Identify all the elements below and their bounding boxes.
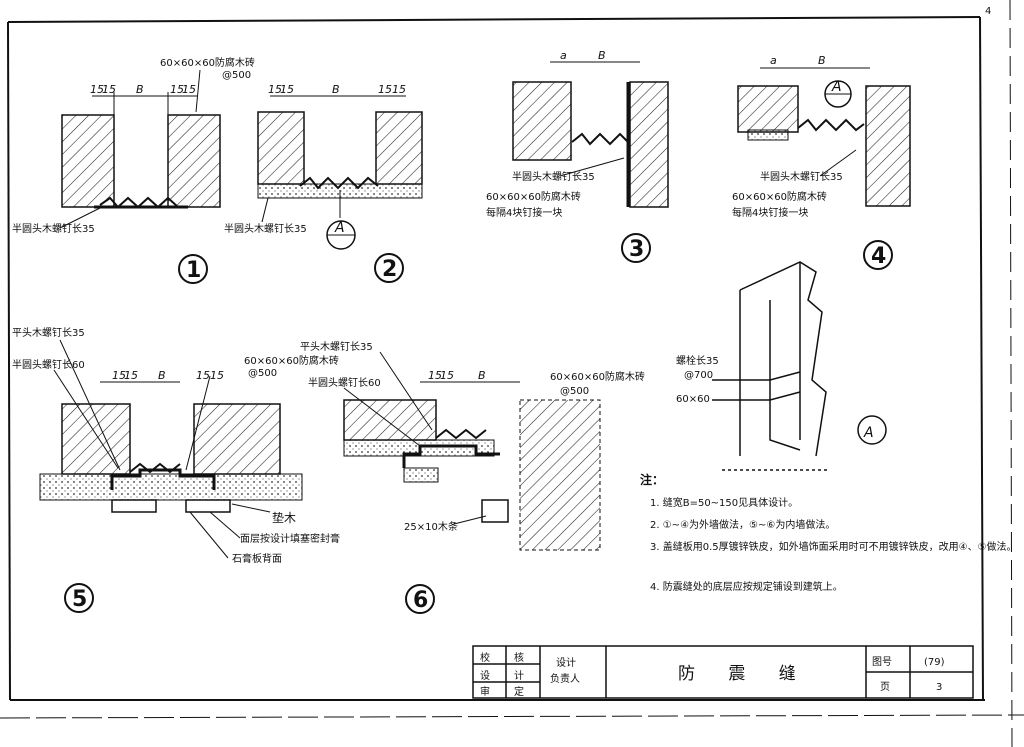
d2-label-bottom: 半圆头木螺钉长35: [224, 222, 307, 235]
tb-cell-4: 计: [514, 669, 524, 682]
d2-dim-4: 15: [378, 83, 392, 96]
d5-label-1: 平头木螺钉长35: [12, 327, 85, 339]
note-4: 4. 防震缝处的底层应按规定铺设到建筑上。: [650, 580, 843, 593]
d5-label-4: @500: [248, 368, 277, 379]
d6-label-2: 半圆头螺钉长60: [308, 376, 381, 389]
d1-dim-4: 15: [170, 83, 184, 96]
d6-dim-2: 15: [440, 369, 454, 382]
detail-3: a B 半圆头木螺钉长35 60×60×60防腐木砖 每隔4块钉接一块 3: [486, 49, 669, 263]
detail-1-number: 1: [186, 258, 201, 283]
note-3: 3. 盖缝板用0.5厚镀锌铁皮，如外墙饰面采用时可不用镀锌铁皮，改用④、⑤做法。: [650, 540, 1017, 553]
d5-label-3: 60×60×60防腐木砖: [244, 354, 339, 367]
d6-label-5: 25×10木条: [404, 520, 458, 533]
d5-label-5: 垫木: [272, 510, 296, 525]
d2-dim-2: 15: [280, 83, 294, 96]
d3-dim-a: a: [560, 49, 567, 62]
d4-section-label: A: [831, 79, 842, 95]
detail-1: 15 15 B 15 15 半圆头木螺钉长35 1: [12, 83, 221, 284]
detail-6-number: 6: [413, 588, 428, 613]
tb-mid-2: 负责人: [550, 672, 580, 685]
d5-label-6: 面层按设计填塞密封膏: [240, 532, 340, 545]
dA-label-3: 60×60: [676, 394, 710, 405]
d6-dim-B: B: [478, 369, 486, 382]
d6-label-3: 60×60×60防腐木砖: [550, 370, 645, 383]
d4-dim-B: B: [818, 54, 826, 67]
dA-label-2: @700: [684, 370, 713, 381]
d5-label-2: 半圆头螺钉长60: [12, 358, 85, 371]
d2-label-top: 60×60×60防腐木砖: [160, 56, 255, 69]
d1-label-bottom: 半圆头木螺钉长35: [12, 222, 95, 235]
d6-dim-1: 15: [428, 369, 442, 382]
tb-fig-value: (79): [924, 657, 945, 668]
d6-label-1: 平头木螺钉长35: [300, 341, 373, 353]
tb-cell-5: 审: [480, 685, 490, 698]
d1-dim-2: 15: [102, 83, 116, 96]
d3-label-1: 半圆头木螺钉长35: [512, 170, 595, 183]
d2-dim-5: 15: [392, 83, 406, 96]
detail-3-number: 3: [629, 237, 644, 262]
detail-4: a B A 半圆头木螺钉长35 60×60×60防腐木砖 每隔4块钉接一块 4: [732, 54, 911, 270]
d3-dim-B: B: [598, 49, 606, 62]
d1-dim-B: B: [136, 83, 144, 96]
d2-section-label: A: [334, 220, 345, 236]
tb-page-value: 3: [936, 682, 942, 693]
detail-2: 15 15 B 15 15 60×60×60防腐木砖 @500 半圆头木螺钉长3…: [160, 56, 423, 283]
d5-dim-4: 15: [196, 369, 210, 382]
corner-mark: 4: [985, 6, 991, 17]
d2-dim-B: B: [332, 83, 340, 96]
tb-fig-label: 图号: [872, 656, 892, 668]
note-2: 2. ①~④为外墙做法，⑤~⑥为内墙做法。: [650, 518, 835, 531]
d3-label-2: 60×60×60防腐木砖: [486, 190, 581, 203]
tb-cell-2: 核: [514, 651, 524, 664]
d5-dim-B: B: [158, 369, 166, 382]
dA-label-1: 螺栓长35: [676, 354, 719, 367]
tb-cell-3: 设: [480, 670, 490, 682]
d2-dim-1: 15: [268, 83, 282, 96]
d4-label-1: 半圆头木螺钉长35: [760, 170, 843, 183]
d2-label-top2: @500: [222, 70, 251, 81]
tb-cell-1: 校: [480, 651, 490, 664]
detail-A: 螺栓长35 @700 60×60 A: [676, 261, 887, 471]
detail-5: 15 15 B 15 15 平头木螺钉长35 半圆头螺钉长60 60×60×60…: [12, 327, 340, 613]
notes: 注： 1. 缝宽B=50~150见具体设计。 2. ①~④为外墙做法，⑤~⑥为内…: [640, 472, 1017, 593]
tb-cell-6: 定: [514, 685, 524, 698]
d3-label-3: 每隔4块钉接一块: [486, 206, 562, 219]
d5-dim-1: 15: [112, 369, 126, 382]
d4-dim-a: a: [770, 54, 777, 67]
d1-dim-5: 15: [182, 83, 196, 96]
d5-dim-5: 15: [210, 369, 224, 382]
d5-label-7: 石膏板背面: [232, 552, 282, 565]
detail-A-number: A: [863, 425, 874, 441]
d5-dim-2: 15: [124, 369, 138, 382]
d4-label-2: 60×60×60防腐木砖: [732, 190, 827, 203]
detail-4-number: 4: [871, 244, 886, 269]
d4-label-3: 每隔4块钉接一块: [732, 206, 808, 219]
detail-2-number: 2: [382, 257, 397, 282]
tb-mid-1: 设计: [556, 656, 576, 669]
title-block: [472, 645, 974, 699]
drawing-title: 防 震 缝: [678, 664, 810, 684]
tb-page-label: 页: [880, 681, 890, 693]
detail-5-number: 5: [72, 587, 87, 612]
note-1: 1. 缝宽B=50~150见具体设计。: [650, 496, 798, 509]
detail-6: 15 15 B 平头木螺钉长35 半圆头螺钉长60 60×60×60防腐木砖 @…: [300, 341, 645, 614]
notes-heading: 注：: [640, 472, 664, 487]
d6-label-4: @500: [560, 386, 589, 397]
d1-dim-1: 15: [90, 83, 104, 96]
